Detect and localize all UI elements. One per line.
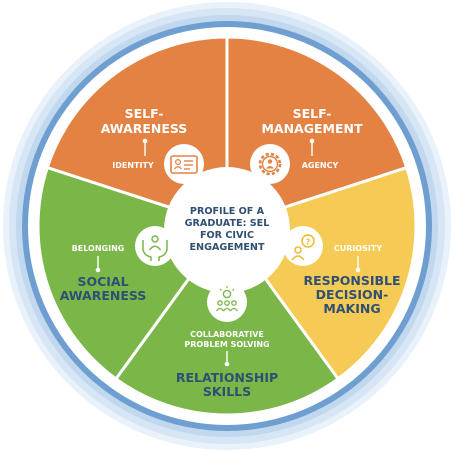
self-management-tag: AGENCY [302,161,339,170]
person-question-icon: ? [283,226,323,266]
hub: PROFILE OF A GRADUATE: SEL FOR CIVIC ENG… [164,167,290,293]
responsible-decision-making-title-3: MAKING [323,301,380,316]
relationship-skills-tag-1: COLLABORATIVE [190,330,264,339]
gear-person-icon [250,144,290,184]
hub-line-1: PROFILE OF A [190,206,265,217]
self-management-title-2: MANAGEMENT [261,121,362,136]
relationship-skills-content: COLLABORATIVE PROBLEM SOLVING RELATIONSH… [176,282,278,399]
relationship-skills-title-2: SKILLS [203,384,251,399]
self-management-content: SELF- MANAGEMENT AGENCY [250,106,363,184]
hub-line-4: ENGAGEMENT [190,242,265,253]
id-card-icon [164,144,204,184]
social-awareness-tag: BELONGING [72,244,125,253]
svg-text:?: ? [306,238,311,247]
responsible-decision-making-content: ? CURIOSITY RESPONSIBLE DECISION- MAKING [283,226,401,316]
hands-person-icon [135,226,175,266]
responsible-decision-making-tag: CURIOSITY [334,244,383,253]
self-awareness-tag: IDENTITY [112,161,154,170]
self-awareness-title-2: AWARENESS [101,121,188,136]
social-awareness-title-2: AWARENESS [60,288,147,303]
social-awareness-title-1: SOCIAL [77,274,128,289]
hub-line-2: GRADUATE: SEL [185,218,270,229]
self-management-title-1: SELF- [293,106,332,121]
social-awareness-content: BELONGING SOCIAL AWARENESS [60,226,175,303]
responsible-decision-making-title-2: DECISION- [316,287,389,302]
self-awareness-title-1: SELF- [125,106,164,121]
responsible-decision-making-title-1: RESPONSIBLE [303,273,400,288]
hub-line-3: FOR CIVIC [200,230,254,241]
group-lightbulb-icon [207,282,247,322]
relationship-skills-tag-2: PROBLEM SOLVING [184,340,269,349]
relationship-skills-title-1: RELATIONSHIP [176,370,278,385]
self-awareness-content: SELF- AWARENESS IDENTITY [101,106,204,184]
